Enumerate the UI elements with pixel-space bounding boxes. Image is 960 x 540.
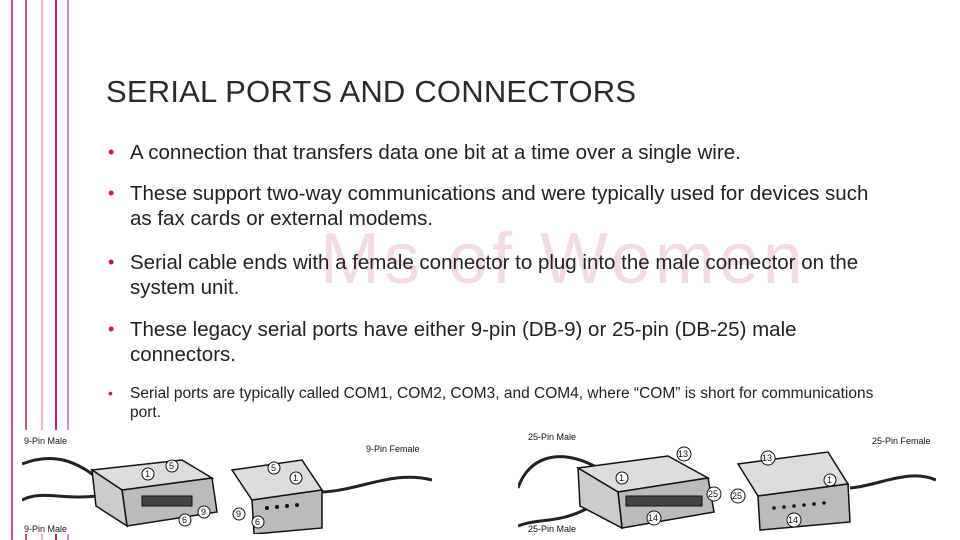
twentyfive-pin-male-label: 25-Pin Male: [528, 432, 576, 442]
slide-title: SERIAL PORTS AND CONNECTORS: [106, 74, 637, 109]
svg-text:13: 13: [678, 449, 688, 459]
bullet-dot: •: [108, 385, 113, 401]
bullet-item: • These legacy serial ports have either …: [108, 317, 888, 367]
svg-text:14: 14: [788, 515, 798, 525]
svg-text:1: 1: [619, 473, 624, 483]
bullet-dot: •: [108, 183, 115, 203]
watermark: Ms of Women: [320, 219, 807, 299]
bullet-text: These support two-way communications and…: [130, 182, 869, 230]
nine-pin-male-bottom-label: 9-Pin Male: [24, 524, 67, 534]
twentyfive-pin-male-bottom-label: 25-Pin Male: [528, 524, 576, 534]
bullet-dot: •: [108, 319, 115, 339]
svg-text:5: 5: [169, 461, 174, 471]
svg-text:14: 14: [648, 513, 658, 523]
nine-pin-female-connector: [230, 459, 324, 534]
svg-text:9: 9: [236, 509, 241, 519]
svg-text:25: 25: [708, 489, 718, 499]
bullet-item: • Serial cable ends with a female connec…: [108, 250, 888, 300]
nine-pin-male-connector: [89, 459, 218, 528]
svg-text:6: 6: [182, 515, 187, 525]
twentyfive-pin-female-label: 25-Pin Female: [872, 436, 931, 446]
bullet-text: Serial cable ends with a female connecto…: [130, 251, 859, 299]
bullet-text: These legacy serial ports have either 9-…: [130, 318, 797, 366]
pin-callouts: 1 5 6 9 5 1 9 6: [141, 459, 303, 529]
svg-text:6: 6: [255, 517, 260, 527]
bullet-text: Serial ports are typically called COM1, …: [130, 385, 874, 421]
bullet-dot: •: [108, 252, 115, 272]
svg-text:1: 1: [827, 475, 832, 485]
nine-pin-diagram: 9-Pin Male 9-Pin Female 9-Pin Male 1 5 6…: [22, 430, 432, 534]
nine-pin-male-label: 9-Pin Male: [24, 436, 67, 446]
pin-callouts: 13 1 25 14 13 1 25 14: [615, 446, 837, 528]
twentyfive-pin-male-connector: [575, 455, 715, 530]
bullet-text: A connection that transfers data one bit…: [130, 141, 741, 164]
bullet-dot: •: [108, 142, 115, 162]
svg-text:1: 1: [145, 469, 150, 479]
svg-text:25: 25: [732, 491, 742, 501]
svg-text:5: 5: [271, 463, 276, 473]
nine-pin-female-label: 9-Pin Female: [366, 444, 420, 454]
svg-text:1: 1: [293, 473, 298, 483]
twentyfive-pin-diagram: 25-Pin Male 25-Pin Female 25-Pin Male 13…: [518, 428, 936, 534]
bullet-item: • A connection that transfers data one b…: [108, 140, 741, 165]
svg-text:9: 9: [201, 507, 206, 517]
svg-text:13: 13: [762, 453, 772, 463]
bullet-item: • These support two-way communications a…: [108, 181, 888, 231]
bullet-item: • Serial ports are typically called COM1…: [108, 384, 888, 422]
